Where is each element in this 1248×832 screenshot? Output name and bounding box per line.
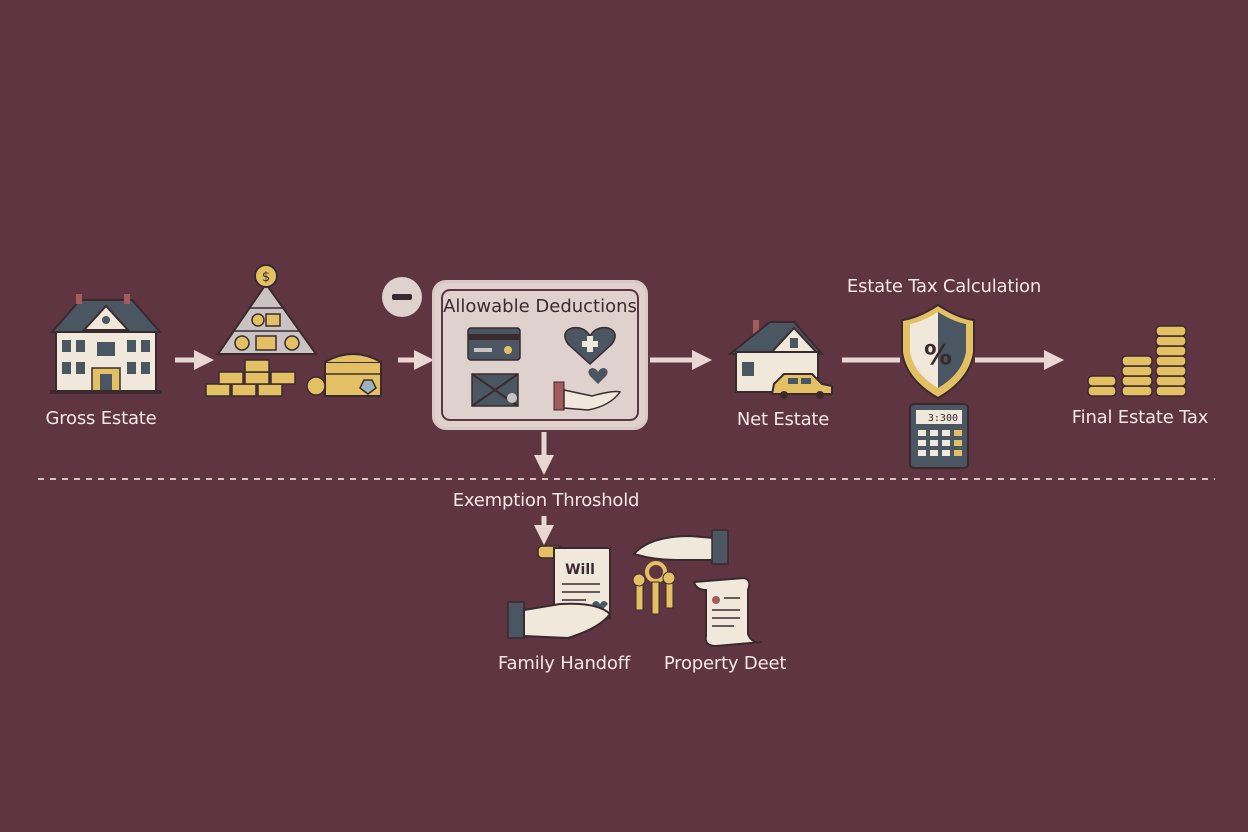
deed-scroll-icon <box>692 576 763 648</box>
keys-icon <box>632 561 676 615</box>
allowable-deductions-title: Allowable Deductions <box>443 296 637 317</box>
will-label: Will <box>565 562 595 578</box>
family-handoff-label: Family Handoff <box>498 653 630 674</box>
heart-medical-icon <box>564 326 616 366</box>
final-estate-tax-label: Final Estate Tax <box>1071 407 1209 428</box>
minus-icon <box>382 277 422 317</box>
net-estate-label: Net Estate <box>736 409 830 430</box>
assets-pyramid-icon: $ <box>216 264 318 355</box>
percent-symbol: % <box>924 338 952 371</box>
estate-tax-calculation-label: Estate Tax Calculation <box>846 276 1042 297</box>
shield-percent-icon: % <box>901 303 975 400</box>
allowable-deductions-box: Allowable Deductions <box>432 280 648 430</box>
calculator-display: 3:300 <box>928 413 958 424</box>
deductions-icons <box>467 326 622 411</box>
calculator-icon: 3:300 <box>909 403 969 469</box>
credit-card-icon <box>467 327 521 361</box>
charity-hand-icon <box>553 368 622 411</box>
car-icon <box>770 373 833 399</box>
receiving-hand-icon <box>632 529 729 565</box>
dollar-symbol: $ <box>262 270 270 285</box>
property-deed-label: Property Deet <box>663 653 787 674</box>
canceled-bill-icon <box>471 373 519 407</box>
gross-estate-label: Gross Estate <box>45 408 157 429</box>
treasure-chest-icon <box>306 353 382 397</box>
coin-stacks-icon <box>1087 325 1187 397</box>
giving-hand-icon <box>507 601 612 640</box>
allowable-deductions-inner-border <box>441 289 639 421</box>
gold-bars-icon <box>205 359 296 397</box>
exemption-threshold-label: Exemption Throshold <box>452 490 640 511</box>
mansion-icon <box>49 294 163 394</box>
